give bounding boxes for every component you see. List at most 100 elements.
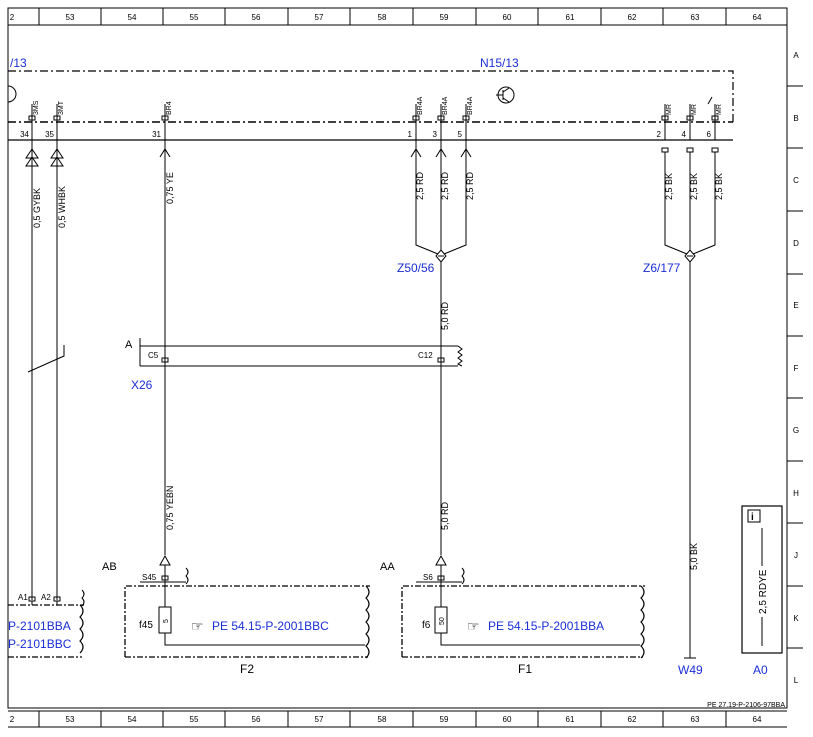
wire-label: 0,75 YE — [165, 172, 175, 204]
wire-label: 5,0 RD — [440, 301, 450, 330]
connector-x26-label[interactable]: X26 — [131, 378, 153, 392]
row-label: G — [793, 426, 799, 435]
col-label-bottom: 63 — [691, 715, 700, 724]
wire-label: 0,75 YEBN — [165, 486, 175, 530]
wire-label: 2,5 BK — [664, 173, 674, 200]
grid-ticks — [38, 8, 803, 727]
pin-signal: BR4A — [467, 96, 474, 115]
ground-w49-label[interactable]: W49 — [678, 663, 703, 677]
col-label-bottom: 54 — [128, 715, 137, 724]
row-label: J — [794, 551, 798, 560]
row-label: H — [793, 489, 799, 498]
fuse-f2-label: F2 — [240, 662, 254, 676]
pin-signal: 3MS — [33, 100, 40, 115]
pin-number: 6 — [707, 130, 712, 139]
left-partial-box — [8, 589, 85, 658]
connector-pin-c5: C5 — [148, 351, 159, 360]
pointing-hand-icon: ☞ — [467, 618, 480, 634]
row-label: A — [793, 51, 799, 60]
splice-z6-label[interactable]: Z6/177 — [643, 261, 681, 275]
pin-signal: BR4A — [417, 96, 424, 115]
row-label: L — [794, 676, 799, 685]
wire-label: 2,5 BK — [689, 173, 699, 200]
fuse-f1-label: F1 — [518, 662, 532, 676]
switch-icon — [707, 96, 713, 105]
pin-number: 3 — [433, 130, 438, 139]
col-label-top: 57 — [315, 13, 324, 22]
info-icon[interactable]: i — [751, 512, 754, 523]
left-box-reference-link[interactable]: P-2101BBC — [8, 637, 72, 651]
pin-number: 1 — [408, 130, 413, 139]
col-label-top: 56 — [252, 13, 261, 22]
splice-z50-icon — [435, 249, 447, 263]
wire-label: 2,5 BK — [714, 173, 724, 200]
transistor-icon — [496, 86, 515, 104]
col-label-bottom: 57 — [315, 715, 324, 724]
fuse-f2-block — [124, 554, 370, 659]
module-n15-label[interactable]: N15/13 — [480, 56, 519, 70]
fuse-f1-block — [401, 554, 645, 659]
col-label-top: 53 — [66, 13, 75, 22]
pin-signal: 3MT — [58, 100, 65, 115]
info-box-a0 — [741, 505, 783, 654]
col-label-top: 61 — [566, 13, 575, 22]
left-box-reference-link[interactable]: P-2101BBA — [8, 619, 71, 633]
pin-signal: BR4A — [442, 96, 449, 115]
col-label-bottom: 56 — [252, 715, 261, 724]
pin-number: 4 — [682, 130, 687, 139]
pin-signal: BR4 — [166, 101, 173, 115]
footer-doc-reference: PE 27.19-P-2106-97BBA — [707, 702, 785, 709]
fuse-f2-letter: AB — [102, 561, 117, 573]
col-label-top: 54 — [128, 13, 137, 22]
pin-number: 34 — [20, 130, 29, 139]
pin-number: 31 — [152, 130, 161, 139]
fuse-f2-rating: 5 — [163, 619, 170, 623]
col-label-top: 58 — [378, 13, 387, 22]
fuse-f1-socket: S6 — [423, 573, 433, 582]
wire-label: 2,5 RDYE — [758, 569, 769, 614]
col-label-top: 63 — [691, 13, 700, 22]
row-label: B — [793, 114, 798, 123]
info-box-a0-label[interactable]: A0 — [753, 663, 768, 677]
connector-pin-c12: C12 — [418, 351, 433, 360]
module-partial-label[interactable]: /13 — [10, 56, 27, 70]
fuse-f1-rating: 50 — [439, 617, 446, 625]
col-label-top: 55 — [190, 13, 199, 22]
row-label: E — [793, 301, 798, 310]
col-label-bottom: 58 — [378, 715, 387, 724]
row-label: F — [794, 364, 799, 373]
pin-number: 2 — [657, 130, 662, 139]
wire-label: 0,5 GYBK — [32, 188, 42, 228]
fuse-f1-reference-link[interactable]: PE 54.15-P-2001BBA — [488, 619, 604, 633]
fuse-f1-letter: AA — [380, 561, 395, 573]
pin-number: 5 — [458, 130, 463, 139]
col-label-bottom: 53 — [66, 715, 75, 724]
pin-signal: MR — [716, 104, 723, 115]
splice-z50-label[interactable]: Z50/56 — [397, 261, 435, 275]
col-label-top: 59 — [440, 13, 449, 22]
pin-signal: MR — [691, 104, 698, 115]
col-label-bottom: 60 — [503, 715, 512, 724]
frame — [7, 7, 788, 728]
fuse-f2-name: f45 — [139, 620, 153, 631]
wire-label: 2,5 RD — [415, 171, 425, 200]
fuse-f2-reference-link[interactable]: PE 54.15-P-2001BBC — [212, 619, 329, 633]
wire-lines — [27, 140, 716, 659]
col-label-top: 60 — [503, 13, 512, 22]
connector-x26 — [139, 338, 463, 367]
col-label-top: 64 — [753, 13, 762, 22]
splice-z6-icon — [684, 249, 696, 263]
col-label-top-partial: 2 — [10, 13, 15, 22]
wire-label: 5,0 BK — [689, 543, 699, 570]
row-label: K — [793, 614, 799, 623]
col-label-bottom: 55 — [190, 715, 199, 724]
row-label: C — [793, 176, 799, 185]
pin-signal: MR — [666, 104, 673, 115]
pin-stubs — [28, 104, 719, 140]
fuse-f2-socket: S45 — [142, 573, 157, 582]
col-label-top: 62 — [628, 13, 637, 22]
col-label-bottom: 62 — [628, 715, 637, 724]
wire-label: 5,0 RD — [440, 501, 450, 530]
fuse-f1-name: f6 — [422, 620, 431, 631]
